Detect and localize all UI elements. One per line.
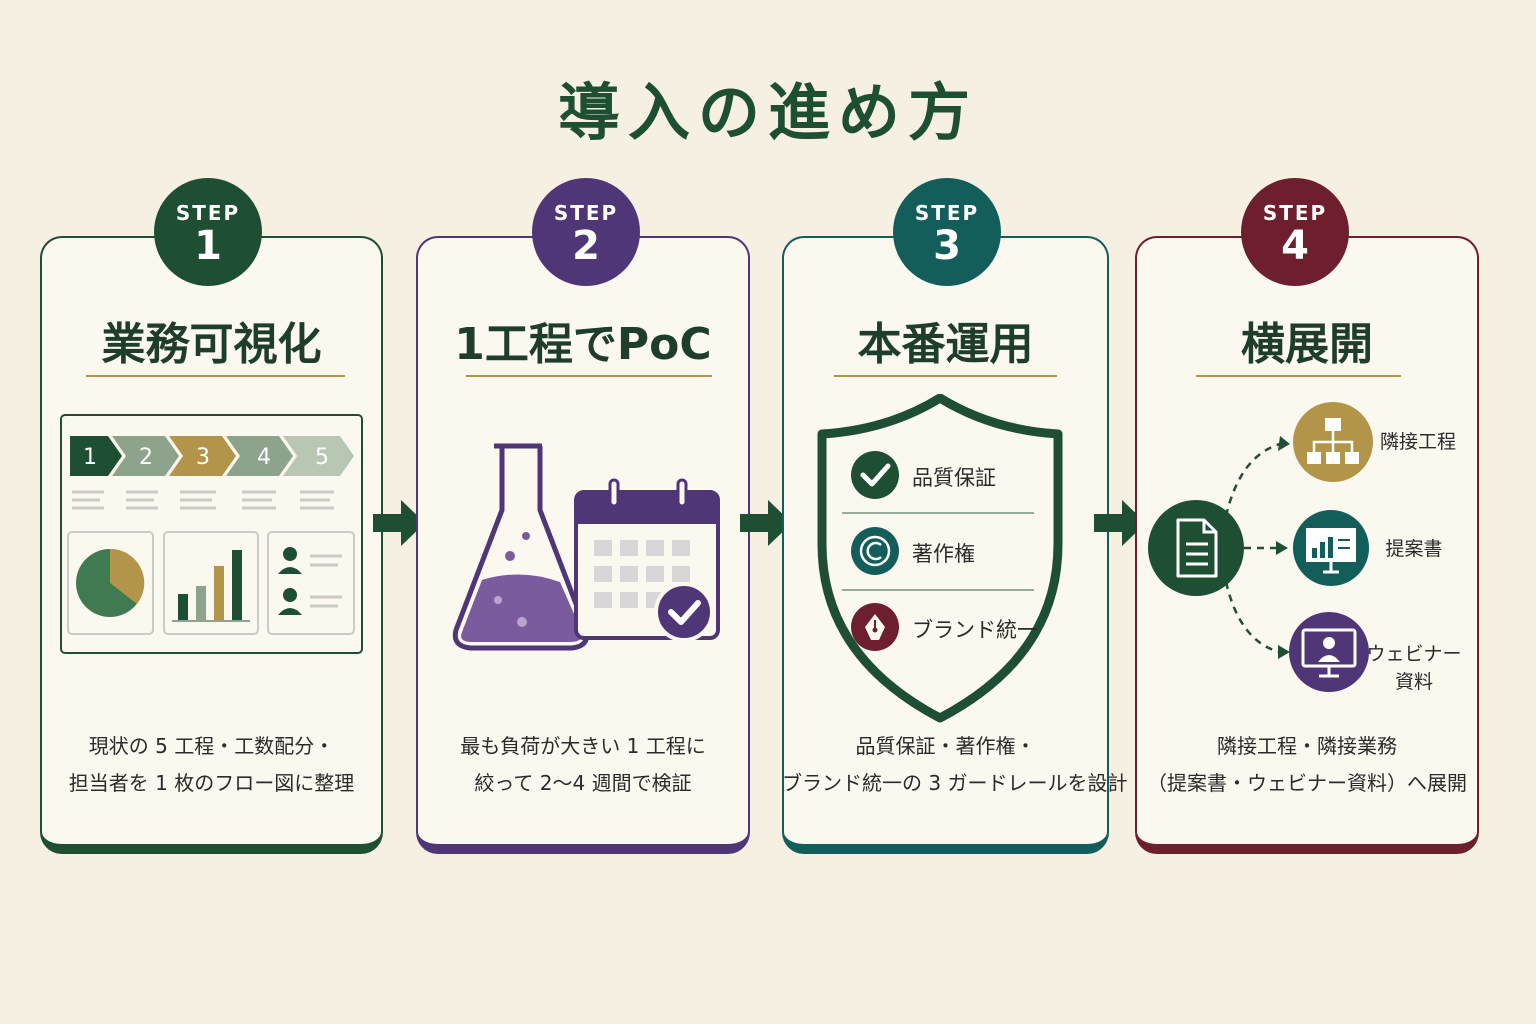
step-badge-1: STEP 1 xyxy=(154,178,262,286)
branch-label: 提案書 xyxy=(1385,538,1443,560)
webinar-icon xyxy=(1289,612,1369,692)
page-title: 導入の進め方 xyxy=(557,76,978,149)
step-title-1: 業務可視化 xyxy=(101,319,322,370)
arrow-right-icon xyxy=(373,500,425,546)
bar-chart-icon xyxy=(172,550,250,622)
step-word: STEP xyxy=(553,201,619,225)
step-badge-2: STEP 2 xyxy=(532,178,640,286)
branch-label: 隣接工程 xyxy=(1379,431,1456,453)
chevron-label: 3 xyxy=(196,445,210,470)
step-number: 2 xyxy=(572,223,600,269)
title-rule xyxy=(1196,375,1401,377)
pen-nib-icon xyxy=(851,603,899,651)
description-line: （提案書・ウェビナー資料）へ展開 xyxy=(1147,771,1467,795)
description-line: 隣接工程・隣接業務 xyxy=(1217,734,1397,758)
chevron-label: 1 xyxy=(83,445,97,470)
guardrail-label: 著作権 xyxy=(912,542,975,566)
guardrail-label: ブランド統一 xyxy=(912,618,1038,642)
arrow-right-icon xyxy=(1094,500,1146,546)
step-description-3: 品質保証・著作権・ ブランド統一の 3 ガードレールを設計 xyxy=(782,728,1128,802)
description-line: 最も負荷が大きい 1 工程に xyxy=(460,734,706,758)
hierarchy-icon xyxy=(1293,402,1373,482)
title-rule xyxy=(834,375,1057,377)
step-word: STEP xyxy=(1262,201,1328,225)
step-word: STEP xyxy=(914,201,980,225)
check-icon xyxy=(851,451,899,499)
title-rule xyxy=(86,375,345,377)
step-description-1: 現状の 5 工程・工数配分・ 担当者を 1 枚のフロー図に整理 xyxy=(40,728,383,802)
step-number: 4 xyxy=(1281,223,1309,269)
calendar-check-icon xyxy=(574,478,720,642)
step-word: STEP xyxy=(175,201,241,225)
description-line: ブランド統一の 3 ガードレールを設計 xyxy=(782,771,1128,795)
step-title-4: 横展開 xyxy=(1241,319,1373,370)
document-icon xyxy=(1148,500,1244,596)
description-line: 現状の 5 工程・工数配分・ xyxy=(88,734,335,758)
expansion-diagram xyxy=(1148,402,1373,692)
step-description-2: 最も負荷が大きい 1 工程に 絞って 2〜4 週間で検証 xyxy=(416,728,750,802)
people-icon xyxy=(278,547,342,615)
flow-chart-icon: 1 2 3 4 5 xyxy=(60,414,363,654)
step-badge-3: STEP 3 xyxy=(893,178,1001,286)
pie-chart-icon xyxy=(76,548,145,617)
step-number: 1 xyxy=(194,223,222,269)
shield-icon xyxy=(817,394,1063,723)
description-line: 絞って 2〜4 週間で検証 xyxy=(474,771,692,795)
description-line: 品質保証・著作権・ xyxy=(855,734,1036,758)
guardrail-label: 品質保証 xyxy=(912,466,996,490)
chevron-label: 2 xyxy=(139,445,153,470)
chevron-label: 5 xyxy=(315,445,329,470)
step-number: 3 xyxy=(933,223,961,269)
copyright-icon xyxy=(851,527,899,575)
branch-label: ウェビナー 資料 xyxy=(1366,643,1462,693)
description-line: 担当者を 1 枚のフロー図に整理 xyxy=(68,771,355,795)
step-title-3: 本番運用 xyxy=(857,319,1034,370)
process-chevrons: 1 2 3 4 5 xyxy=(70,436,354,476)
step-badge-4: STEP 4 xyxy=(1241,178,1349,286)
step-title-2: 1工程でPoC xyxy=(454,319,712,370)
step-description-4: 隣接工程・隣接業務 （提案書・ウェビナー資料）へ展開 xyxy=(1135,728,1479,802)
flask-icon xyxy=(452,443,590,651)
arrow-right-icon xyxy=(740,500,792,546)
title-rule xyxy=(466,375,712,377)
chevron-label: 4 xyxy=(257,445,271,470)
presentation-icon xyxy=(1293,510,1369,586)
